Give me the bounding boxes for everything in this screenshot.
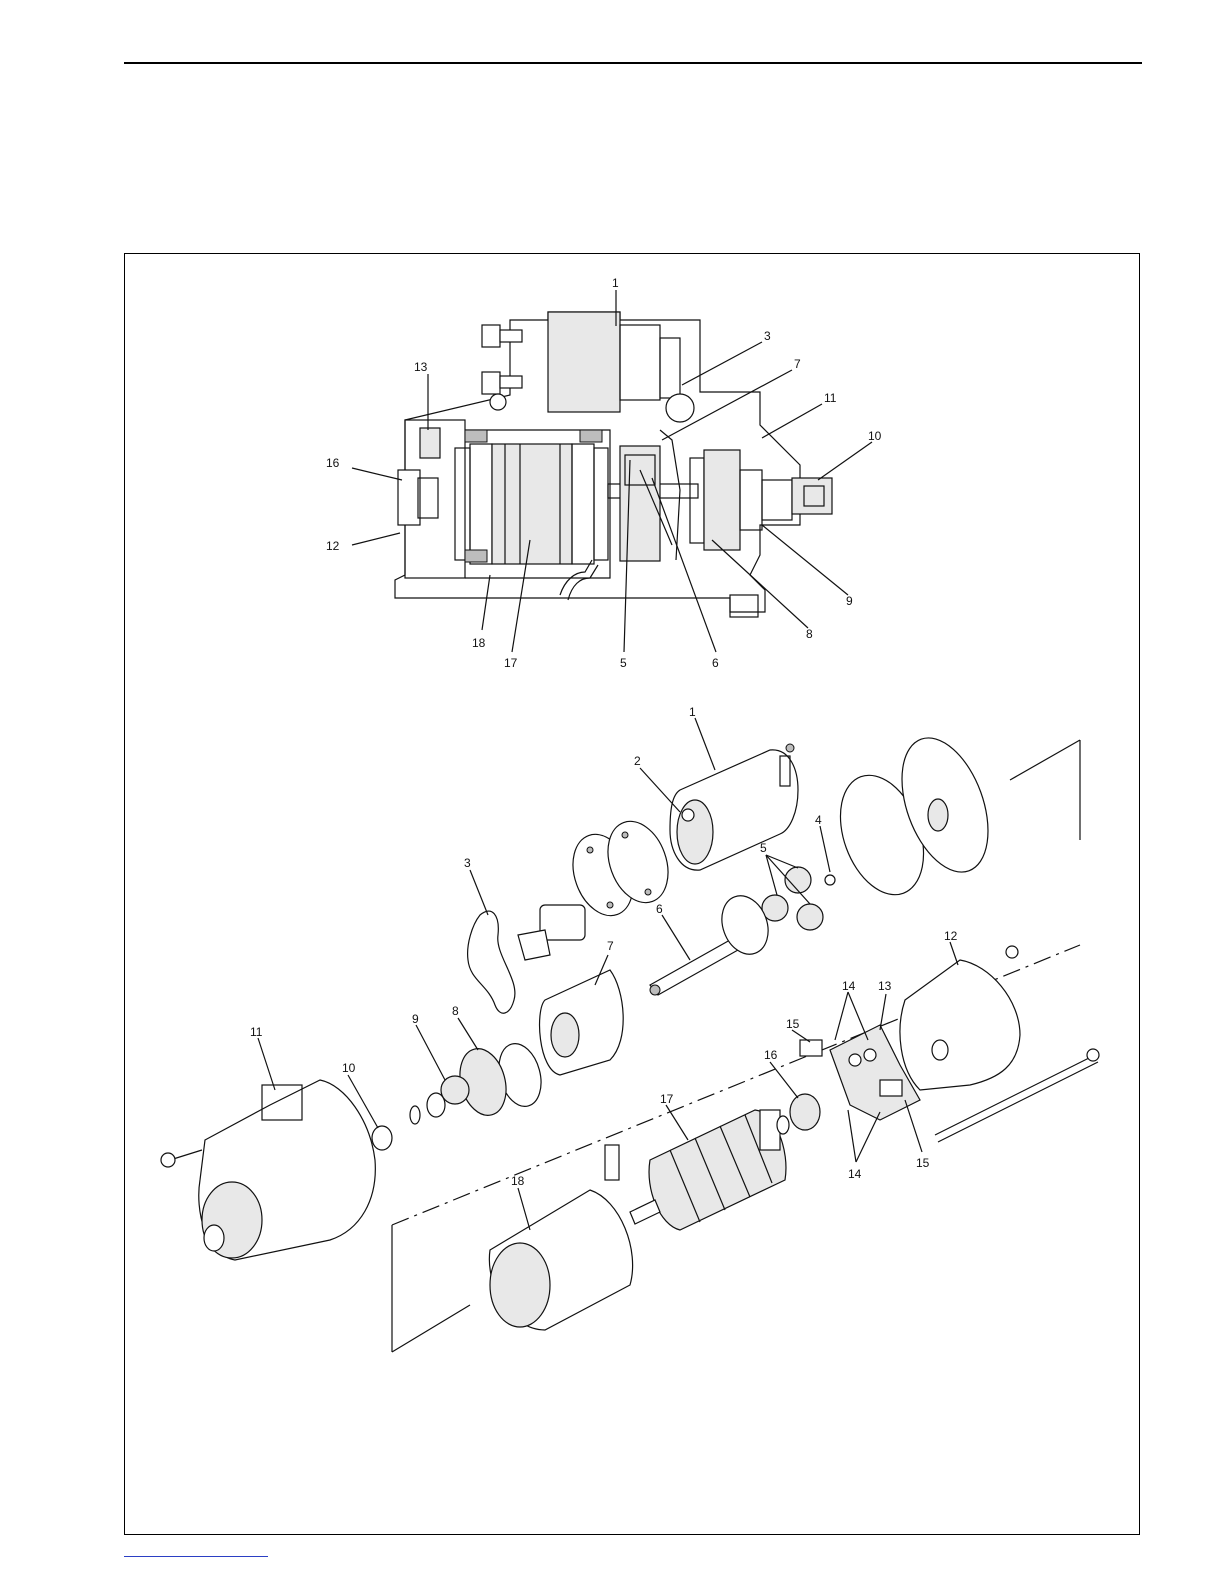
callout-label: 1 bbox=[612, 276, 619, 290]
callout-label: 10 bbox=[868, 429, 882, 443]
front-bracket bbox=[199, 1080, 376, 1260]
callout-label: 5 bbox=[760, 841, 767, 855]
steel-ball bbox=[825, 875, 835, 885]
footer-link-underline[interactable] bbox=[124, 1556, 268, 1557]
planetary-shaft bbox=[650, 889, 776, 995]
callout-label: 3 bbox=[764, 329, 771, 343]
callout-label: 18 bbox=[472, 636, 486, 650]
callout-label: 11 bbox=[824, 391, 837, 405]
callout-label: 7 bbox=[607, 939, 614, 953]
callout-label: 11 bbox=[250, 1025, 263, 1039]
exploded-view-drawing bbox=[161, 726, 1099, 1352]
callout-label: 2 bbox=[634, 754, 641, 768]
through-bolt bbox=[1087, 1049, 1099, 1061]
yoke-part bbox=[489, 1145, 632, 1330]
overrunning-clutch bbox=[704, 450, 740, 550]
callout-label: 16 bbox=[764, 1048, 778, 1062]
callout-label: 8 bbox=[806, 627, 813, 641]
callout-label: 14 bbox=[848, 1167, 862, 1181]
callout-label: 8 bbox=[452, 1004, 459, 1018]
callout-label: 9 bbox=[846, 594, 853, 608]
callout-label: 18 bbox=[511, 1174, 525, 1188]
planetary-gear-3 bbox=[797, 904, 823, 930]
callout-label: 16 bbox=[326, 456, 340, 470]
callout-label: 15 bbox=[916, 1156, 930, 1170]
stopper-ring bbox=[372, 1126, 392, 1150]
solenoid-part bbox=[670, 744, 798, 870]
callout-label: 6 bbox=[656, 902, 663, 916]
callout-label: 17 bbox=[660, 1092, 674, 1106]
callout-label: 12 bbox=[326, 539, 340, 553]
rear-bearing bbox=[790, 1094, 820, 1130]
bushing bbox=[792, 478, 832, 514]
callout-label: 6 bbox=[712, 656, 719, 670]
lever-spring-holder bbox=[540, 905, 585, 940]
solenoid-body bbox=[548, 312, 620, 412]
cover-screw bbox=[1006, 946, 1018, 958]
callout-label: 15 bbox=[786, 1017, 800, 1031]
callout-label: 4 bbox=[815, 813, 822, 827]
callout-label: 10 bbox=[342, 1061, 356, 1075]
callout-label: 9 bbox=[412, 1012, 419, 1026]
callout-label: 13 bbox=[878, 979, 892, 993]
bearing bbox=[398, 470, 420, 525]
center-bearing bbox=[540, 970, 624, 1075]
callout-label: 3 bbox=[464, 856, 471, 870]
callout-label: 13 bbox=[414, 360, 428, 374]
section-view-drawing bbox=[395, 312, 832, 617]
brush-holder bbox=[420, 428, 440, 458]
rear-cover-part bbox=[900, 960, 1020, 1090]
bolt-left bbox=[161, 1153, 175, 1167]
drive-lever bbox=[468, 911, 515, 1013]
callout-label: 5 bbox=[620, 656, 627, 670]
armature-part bbox=[630, 1110, 786, 1230]
pinion-gear bbox=[441, 1076, 469, 1104]
callout-label: 12 bbox=[944, 929, 958, 943]
callout-label: 7 bbox=[794, 357, 801, 371]
callout-label: 17 bbox=[504, 656, 518, 670]
callout-label: 14 bbox=[842, 979, 856, 993]
callout-label: 1 bbox=[689, 705, 696, 719]
